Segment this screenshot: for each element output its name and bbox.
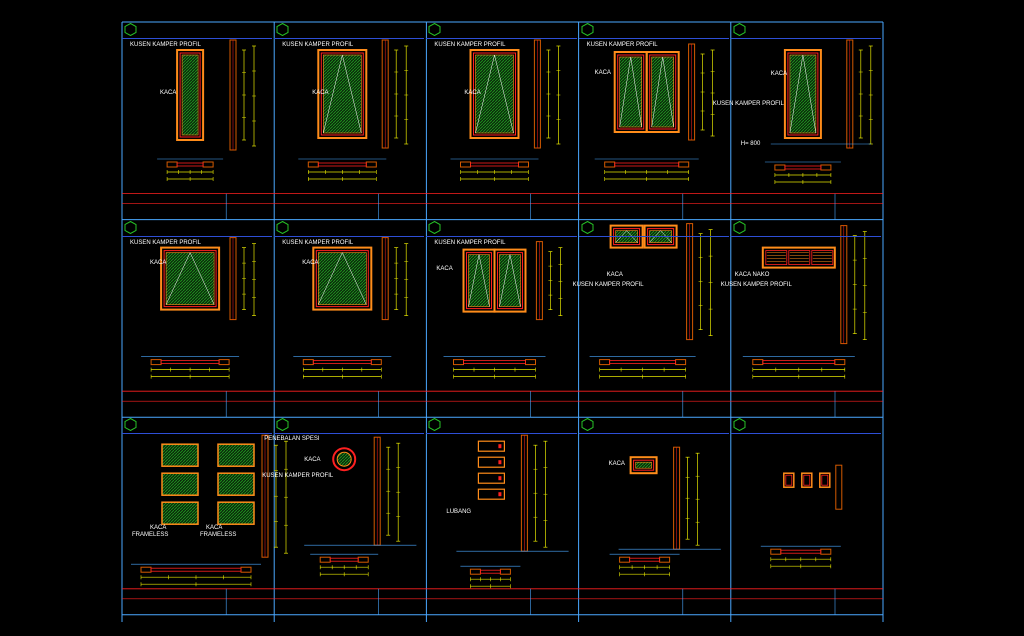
cell-footer bbox=[122, 195, 274, 215]
cell-header bbox=[578, 417, 729, 435]
type-hexagon-icon bbox=[124, 23, 137, 36]
type-hexagon-icon bbox=[733, 418, 746, 432]
cell-footer bbox=[122, 590, 274, 610]
drawing-cell-j4: KUSEN KAMPER PROFIL KACA bbox=[578, 22, 731, 220]
cell-header bbox=[426, 220, 577, 237]
cell-header bbox=[274, 417, 425, 435]
glass-label: KACA bbox=[608, 461, 625, 468]
frameless-label-2: FRAMELESS bbox=[200, 532, 237, 539]
cell-footer bbox=[274, 392, 426, 412]
cell-footer bbox=[274, 590, 426, 610]
cell-footer bbox=[731, 195, 883, 215]
cell-header bbox=[578, 220, 729, 237]
cell-header bbox=[274, 220, 425, 237]
drawing-cell-j6: KUSEN KAMPER PROFIL KACA bbox=[122, 220, 274, 418]
glass-label: KACA bbox=[436, 265, 453, 272]
cell-header bbox=[122, 220, 273, 237]
cell-footer bbox=[731, 392, 883, 412]
drawing-cell-bv6: KACA bbox=[578, 417, 731, 615]
cell-header bbox=[426, 22, 577, 39]
frame-label: KUSEN KAMPER PROFIL bbox=[282, 42, 354, 48]
height-label: H= 800 bbox=[740, 141, 761, 147]
drawing-cell-bv4: PENEBALAN SPESI KACA KUSEN KAMPER PROFIL bbox=[262, 417, 426, 615]
type-hexagon-icon bbox=[124, 220, 137, 234]
glass-label: KACA bbox=[160, 90, 177, 96]
cell-footer bbox=[426, 392, 578, 412]
type-hexagon-icon bbox=[276, 220, 289, 234]
type-hexagon-icon bbox=[276, 23, 289, 36]
glass-label: KACA bbox=[312, 90, 329, 96]
type-hexagon-icon bbox=[276, 418, 289, 432]
frameless-label: FRAMELESS bbox=[132, 532, 169, 539]
drawing-cell-j1: KUSEN KAMPER PROFIL KACA bbox=[122, 22, 274, 220]
cell-footer bbox=[426, 195, 578, 215]
drawing-cell-bv1: KACA KUSEN KAMPER PROFIL bbox=[573, 220, 731, 418]
type-hexagon-icon bbox=[581, 220, 594, 234]
cell-header bbox=[730, 22, 881, 39]
drawing-cell-bv5: LUBANG bbox=[426, 417, 578, 615]
glass-label: KACA bbox=[606, 271, 623, 278]
cell-footer bbox=[122, 392, 274, 412]
type-hexagon-icon bbox=[733, 220, 746, 234]
cell-header bbox=[730, 417, 881, 435]
drawing-cell-bv2: KACA NAKO KUSEN KAMPER PROFIL bbox=[721, 220, 883, 418]
cell-header bbox=[426, 417, 577, 435]
cell-header bbox=[274, 22, 425, 39]
cell-header bbox=[578, 22, 729, 39]
drawing-cell-j7: KUSEN KAMPER PROFIL KACA bbox=[274, 220, 426, 418]
frame-label: KUSEN KAMPER PROFIL bbox=[586, 42, 658, 48]
frame-label: KUSEN KAMPER PROFIL bbox=[130, 42, 202, 48]
cell-footer bbox=[579, 195, 731, 215]
frame-label: KUSEN KAMPER PROFIL bbox=[434, 239, 506, 246]
type-hexagon-icon bbox=[428, 23, 441, 36]
drawing-cell-j2: KUSEN KAMPER PROFIL KACA bbox=[274, 22, 426, 220]
type-hexagon-icon bbox=[733, 23, 746, 36]
glass-label-2: KACA bbox=[206, 525, 223, 532]
drawing-cell-j3: KUSEN KAMPER PROFIL KACA bbox=[426, 22, 578, 220]
type-hexagon-icon bbox=[124, 418, 137, 432]
type-hexagon-icon bbox=[581, 23, 594, 36]
frame-label: KUSEN KAMPER PROFIL bbox=[130, 239, 202, 246]
glass-label: KACA bbox=[304, 457, 321, 464]
frame-label: KUSEN KAMPER PROFIL bbox=[572, 281, 644, 288]
cell-header bbox=[122, 22, 273, 39]
type-hexagon-icon bbox=[428, 418, 441, 432]
drawing-cell-j5: KACA KUSEN KAMPER PROFIL H= 800 bbox=[713, 22, 883, 220]
frame-label: KUSEN KAMPER PROFIL bbox=[720, 281, 792, 288]
glass-label: KACA NAKO bbox=[734, 271, 770, 278]
glass-label: KACA bbox=[150, 525, 167, 532]
type-hexagon-icon bbox=[428, 220, 441, 234]
frame-label: KUSEN KAMPER PROFIL bbox=[712, 101, 784, 107]
glass-label: KACA bbox=[594, 70, 611, 76]
frame-label: KUSEN KAMPER PROFIL bbox=[282, 239, 354, 246]
cell-footer bbox=[426, 590, 578, 610]
glass-label: KACA bbox=[464, 90, 481, 96]
glass-label: KACA bbox=[770, 71, 788, 77]
cell-footer bbox=[579, 392, 731, 412]
cell-footer bbox=[274, 195, 426, 215]
lubang-label: LUBANG bbox=[446, 509, 472, 516]
cell-footer bbox=[731, 590, 883, 610]
drawing-cell-j8: KUSEN KAMPER PROFIL KACA bbox=[426, 220, 578, 418]
drawing-cell-bv bbox=[730, 417, 883, 615]
frame-label: KUSEN KAMPER PROFIL bbox=[434, 42, 506, 48]
cell-footer bbox=[579, 590, 731, 610]
type-hexagon-icon bbox=[581, 418, 594, 432]
spesi-label: PENEBALAN SPESI bbox=[264, 436, 320, 443]
frame-label: KUSEN KAMPER PROFIL bbox=[262, 473, 334, 480]
cell-header bbox=[122, 417, 273, 435]
glass-label: KACA bbox=[302, 259, 319, 266]
cell-header bbox=[730, 220, 881, 237]
glass-label: KACA bbox=[150, 259, 167, 266]
